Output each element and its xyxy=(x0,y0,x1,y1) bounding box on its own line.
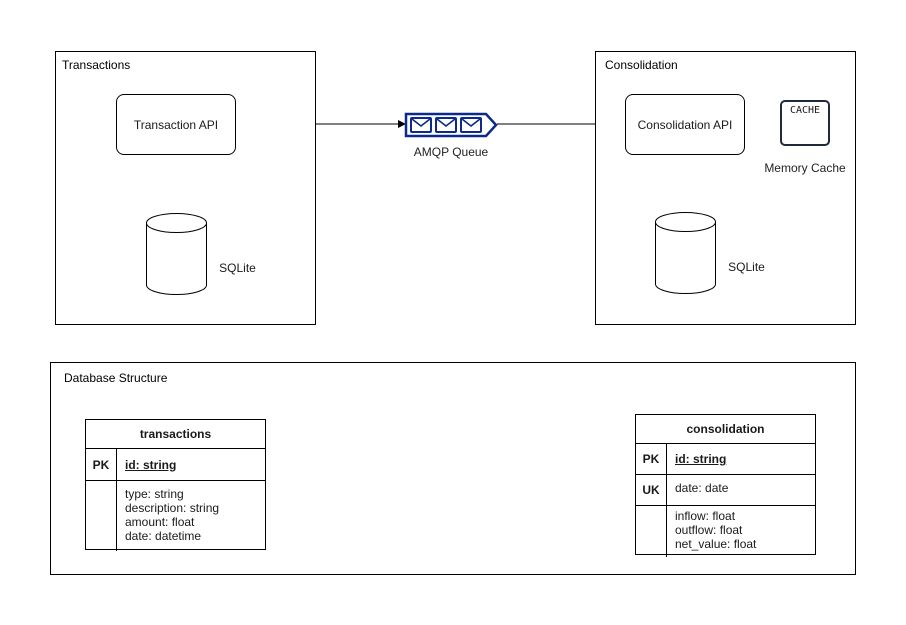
consolidation-group: Consolidation xyxy=(595,51,856,325)
field: net_value: float xyxy=(675,537,757,551)
transaction-api-label: Transaction API xyxy=(133,117,219,132)
memory-cache-icon[interactable]: CACHE xyxy=(780,100,830,146)
transactions-sqlite-label: SQLite xyxy=(219,261,256,275)
consolidation-sqlite-label: SQLite xyxy=(728,260,765,274)
field: type: string xyxy=(125,487,184,501)
database-icon xyxy=(655,212,716,294)
field: amount: float xyxy=(125,515,195,529)
database-structure-label: Database Structure xyxy=(64,371,168,385)
uk-key: UK xyxy=(636,475,667,505)
uk-field: date: date xyxy=(675,481,729,495)
consolidation-group-label: Consolidation xyxy=(605,58,678,72)
cache-icon-text: CACHE xyxy=(789,105,821,116)
transactions-table[interactable]: transactions PK id: string type: string … xyxy=(85,419,266,551)
transactions-pk-row: PK id: string xyxy=(86,449,265,481)
transactions-group-label: Transactions xyxy=(62,58,131,72)
transactions-fields-row: type: string description: string amount:… xyxy=(86,481,265,551)
amqp-queue-label: AMQP Queue xyxy=(413,145,489,159)
transaction-api-node[interactable]: Transaction API xyxy=(116,94,236,155)
consolidation-table-title: consolidation xyxy=(636,415,815,444)
consolidation-sqlite-db[interactable]: SQLite xyxy=(655,212,765,294)
consolidation-api-node[interactable]: Consolidation API xyxy=(625,94,745,155)
transactions-sqlite-db[interactable]: SQLite xyxy=(146,213,256,295)
consolidation-uk-row: UK date: date xyxy=(636,475,815,506)
amqp-queue[interactable] xyxy=(404,111,498,139)
field: description: string xyxy=(125,501,220,515)
memory-cache-label: Memory Cache xyxy=(764,161,846,175)
transactions-table-title: transactions xyxy=(86,420,265,449)
pk-field: id: string xyxy=(125,457,177,472)
consolidation-table[interactable]: consolidation PK id: string UK date: dat… xyxy=(635,414,816,557)
consolidation-api-label: Consolidation API xyxy=(637,117,733,132)
pk-key: PK xyxy=(636,444,667,474)
database-icon xyxy=(146,213,207,295)
queue-icon xyxy=(404,112,498,138)
field: inflow: float xyxy=(675,509,736,523)
pk-key: PK xyxy=(86,449,117,480)
pk-field: id: string xyxy=(675,452,727,466)
field: date: datetime xyxy=(125,529,202,543)
field: outflow: float xyxy=(675,523,743,537)
consolidation-fields-row: inflow: float outflow: float net_value: … xyxy=(636,506,815,557)
consolidation-pk-row: PK id: string xyxy=(636,444,815,475)
